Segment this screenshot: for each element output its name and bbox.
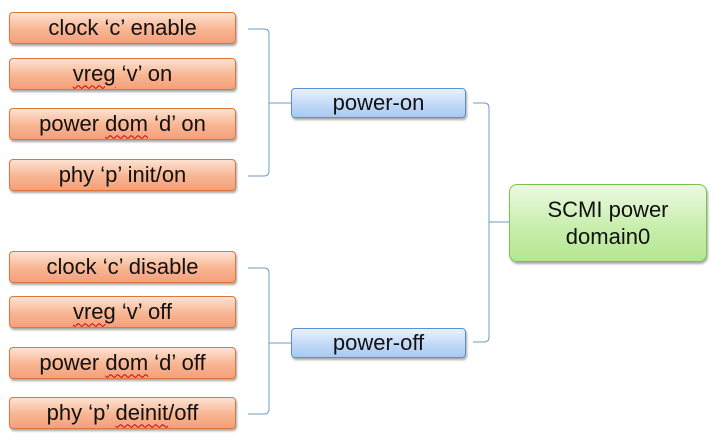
step-vreg-off: vreg ‘v’ off	[9, 296, 236, 328]
step-power-dom-on: power dom ‘d’ on	[9, 108, 236, 140]
step-label: clock ‘c’ disable	[46, 254, 199, 280]
step-phy-init-on: phy ‘p’ init/on	[9, 159, 236, 191]
bracket-target-ops	[473, 102, 509, 343]
step-label: phy ‘p’ deinit/off	[46, 400, 199, 426]
step-label: phy ‘p’ init/on	[58, 162, 187, 188]
bracket-power-off-steps	[248, 267, 291, 415]
scmi-power-domain-label: SCMI power domain0	[547, 196, 669, 250]
step-clock-disable: clock ‘c’ disable	[9, 251, 236, 283]
scmi-power-domain-node: SCMI power domain0	[509, 184, 707, 262]
step-label: clock ‘c’ enable	[48, 15, 197, 41]
step-label: power dom ‘d’ on	[39, 111, 206, 137]
step-label: vreg ‘v’ off	[72, 299, 173, 325]
step-label: power dom ‘d’ off	[39, 350, 206, 376]
step-clock-enable: clock ‘c’ enable	[9, 12, 236, 44]
power-on-node: power-on	[291, 88, 466, 118]
step-phy-deinit-off: phy ‘p’ deinit/off	[9, 397, 236, 429]
bracket-power-on-steps	[248, 28, 291, 177]
step-power-dom-off: power dom ‘d’ off	[9, 347, 236, 379]
power-off-label: power-off	[332, 330, 425, 356]
step-vreg-on: vreg ‘v’ on	[9, 58, 236, 90]
step-label: vreg ‘v’ on	[72, 61, 173, 87]
power-on-label: power-on	[332, 90, 425, 116]
power-off-node: power-off	[291, 328, 466, 358]
